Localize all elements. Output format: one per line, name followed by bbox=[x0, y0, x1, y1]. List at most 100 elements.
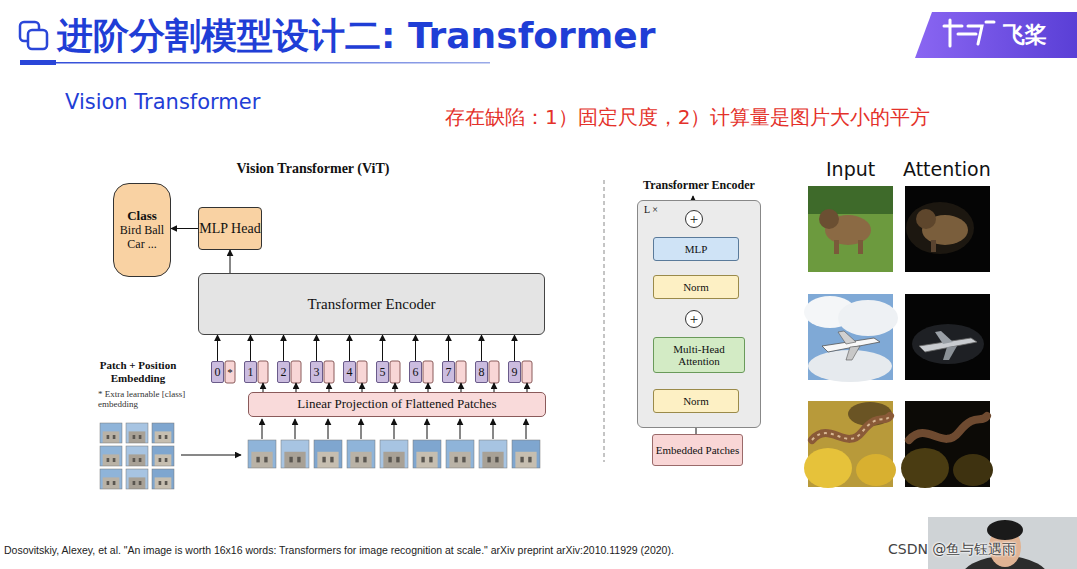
patch-frame bbox=[479, 440, 507, 468]
background bbox=[808, 186, 893, 214]
node-subtext: Bird Ball Car ... bbox=[114, 224, 170, 252]
patch-frame bbox=[413, 440, 441, 468]
projection-box: Linear Projection of Flattened Patches bbox=[248, 392, 546, 417]
patch-window bbox=[289, 457, 292, 463]
airplane-wing bbox=[943, 346, 957, 360]
patch-building bbox=[251, 452, 272, 468]
position-token: 0 bbox=[211, 361, 224, 383]
patch-building bbox=[482, 452, 503, 468]
patch-sky bbox=[126, 423, 148, 443]
patch-embedding bbox=[390, 361, 400, 383]
mlp-head-box: MLP Head bbox=[198, 207, 262, 250]
node-text: 9 bbox=[512, 366, 518, 378]
patch-arrow bbox=[394, 419, 395, 439]
image-patch bbox=[126, 446, 148, 466]
airplane-wing bbox=[935, 331, 953, 344]
patch-sky bbox=[512, 440, 540, 468]
patch-frame bbox=[152, 469, 174, 489]
patch-sky bbox=[126, 469, 148, 489]
patch-frame bbox=[126, 469, 148, 489]
figure-title: Vision Transformer (ViT) bbox=[190, 161, 436, 177]
patch-embedding bbox=[225, 361, 235, 383]
patch-window bbox=[107, 435, 110, 439]
patch-window bbox=[487, 457, 490, 463]
patch-arrow bbox=[328, 419, 329, 439]
node-text: Transformer Encoder bbox=[307, 296, 435, 313]
connector bbox=[230, 250, 231, 273]
connector bbox=[250, 335, 251, 361]
patch-sky bbox=[380, 440, 408, 468]
patch-frame bbox=[100, 446, 122, 466]
image-patch bbox=[479, 440, 507, 468]
separator-line bbox=[604, 180, 605, 462]
patch-window bbox=[113, 458, 116, 462]
dog-leg bbox=[858, 240, 863, 254]
patch-building bbox=[449, 452, 470, 468]
patch-building bbox=[350, 452, 371, 468]
connector bbox=[217, 335, 218, 361]
residual-add: + bbox=[685, 210, 703, 228]
patch-embedding bbox=[357, 361, 367, 383]
node-text: 8 bbox=[479, 366, 485, 378]
patch-sky bbox=[100, 446, 122, 466]
patch-sky bbox=[413, 440, 441, 468]
patch-window bbox=[133, 435, 136, 439]
patch-window bbox=[139, 481, 142, 485]
encoder-box: Transformer Encoder bbox=[198, 273, 545, 335]
patch-frame bbox=[126, 423, 148, 443]
image-patch bbox=[126, 423, 148, 443]
embedding-note: Patch + Position Embedding bbox=[86, 359, 190, 384]
patch-window bbox=[133, 458, 136, 462]
airplane-wing bbox=[846, 346, 860, 360]
node-text: Embedded Patches bbox=[656, 444, 739, 456]
patch-sky bbox=[347, 440, 375, 468]
image-patch bbox=[126, 469, 148, 489]
patch-building bbox=[155, 431, 172, 443]
attention-glow bbox=[912, 324, 984, 364]
patch-embedding bbox=[489, 361, 499, 383]
dog-attention bbox=[905, 186, 990, 272]
patch-window bbox=[454, 457, 457, 463]
patch-sky bbox=[479, 440, 507, 468]
position-token: 8 bbox=[475, 361, 488, 383]
image-patch bbox=[380, 440, 408, 468]
class-token-mark: * bbox=[225, 361, 235, 383]
connector bbox=[415, 335, 416, 361]
patch-window bbox=[520, 457, 523, 463]
image-patch bbox=[100, 446, 122, 466]
defect-note: 存在缺陷：1）固定尺度，2）计算量是图片大小的平方 bbox=[445, 104, 930, 131]
footnote: * Extra learnable [class] embedding bbox=[98, 389, 192, 410]
patch-arrow bbox=[262, 419, 263, 439]
logo-mark bbox=[944, 20, 994, 46]
title-icon bbox=[28, 30, 47, 49]
patch-window bbox=[322, 457, 325, 463]
connector bbox=[527, 383, 528, 392]
patch-frame bbox=[446, 440, 474, 468]
patch-arrow bbox=[295, 419, 296, 439]
connector bbox=[461, 383, 462, 392]
slide-title: 进阶分割模型设计二: Transformer bbox=[57, 12, 655, 61]
patch-window bbox=[421, 457, 424, 463]
airplane-wing bbox=[838, 331, 856, 344]
connector bbox=[171, 228, 198, 229]
patch-building bbox=[416, 452, 437, 468]
logo-text: 飞桨 bbox=[1003, 20, 1047, 50]
patch-window bbox=[133, 481, 136, 485]
patch-building bbox=[383, 452, 404, 468]
patch-building bbox=[129, 477, 146, 489]
patch-embedding bbox=[456, 361, 466, 383]
logo-banner bbox=[915, 12, 1077, 58]
node-text: 7 bbox=[446, 366, 452, 378]
patch-window bbox=[264, 457, 267, 463]
patch-frame bbox=[512, 440, 540, 468]
patch-building bbox=[129, 431, 146, 443]
patch-sky bbox=[152, 469, 174, 489]
patch-window bbox=[107, 458, 110, 462]
patch-sky bbox=[126, 446, 148, 466]
patch-embedding bbox=[324, 361, 334, 383]
person-hair bbox=[987, 520, 1023, 540]
position-token: 9 bbox=[508, 361, 521, 383]
patch-building bbox=[284, 452, 305, 468]
node-text: 4 bbox=[347, 366, 353, 378]
node-text: 6 bbox=[413, 366, 419, 378]
